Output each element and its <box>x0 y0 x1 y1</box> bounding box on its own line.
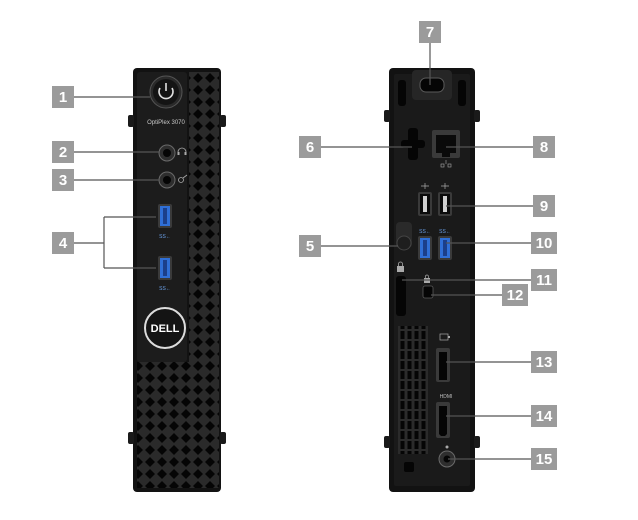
callout-5: 5 <box>299 235 321 257</box>
callout-10-label: 10 <box>536 235 553 252</box>
back-foot-top-left <box>384 110 390 122</box>
line-out-jack[interactable] <box>159 172 175 188</box>
callout-9-label: 9 <box>540 198 548 215</box>
back-bottom-slot <box>404 462 414 472</box>
front-usb-marking-1: SS← <box>159 234 171 240</box>
callout-7-label: 7 <box>426 24 434 41</box>
power-connector-icon <box>446 446 449 449</box>
callout-2-label: 2 <box>59 144 67 161</box>
callout-11: 11 <box>531 269 557 291</box>
callout-11-label: 11 <box>536 272 552 289</box>
callout-5-label: 5 <box>306 238 314 255</box>
back-top-slot-right <box>458 80 466 106</box>
dell-logo: DELL <box>145 308 185 348</box>
callout-6: 6 <box>299 136 321 158</box>
callouts: 1 2 3 4 5 6 7 8 <box>52 21 557 470</box>
front-foot-top-right <box>220 115 226 127</box>
callout-15-label: 15 <box>536 451 553 468</box>
callout-9: 9 <box>533 195 555 217</box>
back-usb3-port-2[interactable] <box>438 236 452 260</box>
back-usb3-port-1[interactable] <box>418 236 432 260</box>
back-foot-bottom-left <box>384 436 390 448</box>
callout-8-label: 8 <box>540 139 548 156</box>
back-usb-marking-1: SS← <box>419 229 431 235</box>
front-foot-top-left <box>128 115 134 127</box>
callout-15: 15 <box>531 448 557 470</box>
front-usb-port-2[interactable] <box>158 256 172 280</box>
front-usb-port-1[interactable] <box>158 204 172 228</box>
callout-10: 10 <box>531 232 557 254</box>
callout-13: 13 <box>531 351 557 373</box>
model-label: OptiPlex 3070 <box>147 120 185 126</box>
hdmi-port[interactable] <box>436 402 450 438</box>
callout-3: 3 <box>52 169 74 191</box>
back-foot-top-right <box>474 110 480 122</box>
callout-12-label: 12 <box>507 287 524 304</box>
callout-12: 12 <box>502 284 528 306</box>
callout-4: 4 <box>52 232 74 254</box>
back-foot-bottom-right <box>474 436 480 448</box>
callout-1-label: 1 <box>59 89 67 106</box>
front-usb-marking-2: SS← <box>159 286 171 292</box>
back-usb2-port-1[interactable] <box>418 192 432 216</box>
dell-logo-text: DELL <box>151 323 180 335</box>
callout-4-label: 4 <box>59 235 68 252</box>
front-vent-bottom <box>137 362 219 488</box>
headset-jack[interactable] <box>159 145 175 161</box>
back-usb2-port-2[interactable] <box>438 192 452 216</box>
front-view: OptiPlex 3070 SS← <box>128 68 226 492</box>
rear-vent <box>398 326 428 454</box>
callout-7: 7 <box>419 21 441 43</box>
callout-8: 8 <box>533 136 555 158</box>
front-foot-bottom-left <box>128 432 134 444</box>
kensington-lock-slot[interactable] <box>423 286 433 298</box>
power-button[interactable] <box>150 76 182 108</box>
callout-6-label: 6 <box>306 139 314 156</box>
front-vent-side <box>189 72 219 362</box>
callout-14-label: 14 <box>536 408 553 425</box>
network-port[interactable] <box>432 130 460 158</box>
callout-3-label: 3 <box>59 172 67 189</box>
padlock-ring[interactable] <box>412 70 452 100</box>
callout-1: 1 <box>52 86 74 108</box>
security-cable-slot[interactable] <box>396 276 406 316</box>
front-foot-bottom-right <box>220 432 226 444</box>
back-usb-marking-2: SS← <box>439 229 451 235</box>
callout-2: 2 <box>52 141 74 163</box>
callout-14: 14 <box>531 405 557 427</box>
callout-13-label: 13 <box>536 354 553 371</box>
back-power-knob[interactable] <box>396 222 412 250</box>
displayport-port[interactable] <box>436 348 450 382</box>
hdmi-icon: HDMI <box>440 394 453 400</box>
back-top-slot-left <box>398 80 406 106</box>
